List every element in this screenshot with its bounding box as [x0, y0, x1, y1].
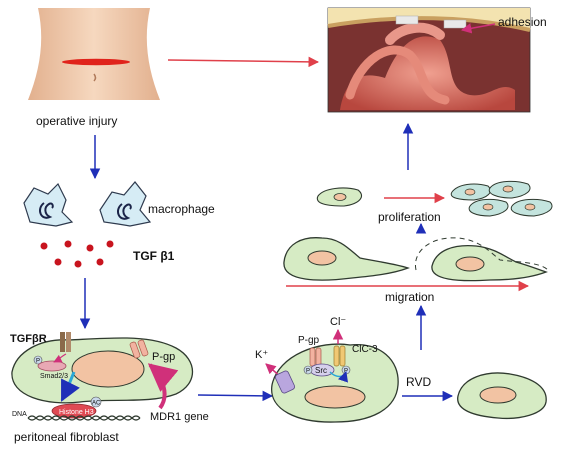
arrow-mdr1-to-pgp: [147, 363, 179, 410]
dna-label: DNA: [12, 411, 27, 418]
tgfbr-receptor: [60, 332, 71, 352]
arrow-fibroblast-to-cell: [197, 390, 274, 402]
migration-label: migration: [385, 290, 434, 304]
operative-injury-label: operative injury: [36, 114, 117, 128]
migrating-cell-left: [283, 237, 410, 281]
cl-minus-label: Cl⁻: [330, 316, 346, 328]
k-plus-label: K⁺: [255, 349, 268, 361]
src-label: Src: [315, 366, 327, 375]
acetyl-label: AC: [92, 401, 101, 407]
clc3-label: ClC-3: [352, 344, 378, 355]
migrating-cell-right: [414, 237, 549, 282]
macrophage-cell-left: [23, 182, 74, 227]
arrow-injury-to-adhesion: [167, 56, 320, 68]
migrating-cell-right-nucleus: [455, 256, 485, 272]
adhesion-illustration: [327, 7, 531, 113]
src-p-label: P: [306, 369, 310, 375]
macrophage-cell-right: [99, 181, 152, 227]
clc3-channel: [333, 345, 346, 367]
arrow-adhesion-pointer: [460, 23, 496, 34]
acetyl-marker: [90, 396, 102, 408]
shrunken-cell: [457, 372, 547, 420]
tgfbr-label: TGFβR: [10, 333, 47, 345]
rvd-label: RVD: [406, 375, 431, 389]
proliferation-cell-cluster: [450, 180, 553, 217]
phospho-smad-p-label: P: [36, 359, 40, 365]
migrating-cell-left-nucleus: [307, 250, 337, 266]
phospho-smad-marker: [33, 355, 43, 365]
macrophage-label: macrophage: [148, 202, 215, 216]
k-channel: [275, 370, 295, 394]
shrunken-cell-nucleus: [479, 386, 517, 404]
torso-illustration: [28, 8, 160, 100]
cell-nucleus-middle: [304, 385, 366, 409]
volume-regulation-cell: [271, 343, 399, 423]
proliferation-single-cell: [316, 187, 362, 207]
incision-mark: [62, 58, 130, 66]
pgp-fibroblast-protein: [129, 339, 149, 359]
histone-h3: [51, 403, 97, 419]
tgf-b1-molecules: [40, 240, 114, 268]
pgp-membrane-label: P-gp: [298, 335, 320, 346]
adhesion-label: adhesion: [498, 15, 547, 29]
proliferation-label: proliferation: [378, 210, 441, 224]
histone-label: Histone H3: [59, 409, 94, 416]
smad-protein: [37, 360, 67, 372]
peritoneal-fibroblast-label: peritoneal fibroblast: [14, 430, 119, 444]
smad-label: Smad2/3: [40, 373, 68, 380]
mdr1-gene-label: MDR1 gene: [150, 411, 209, 423]
fibroblast-nucleus: [71, 350, 145, 388]
pgp-fibroblast-label: P-gp: [152, 351, 175, 363]
tgf-b1-label: TGF β1: [133, 249, 175, 263]
pgp-membrane-protein: [309, 347, 322, 367]
